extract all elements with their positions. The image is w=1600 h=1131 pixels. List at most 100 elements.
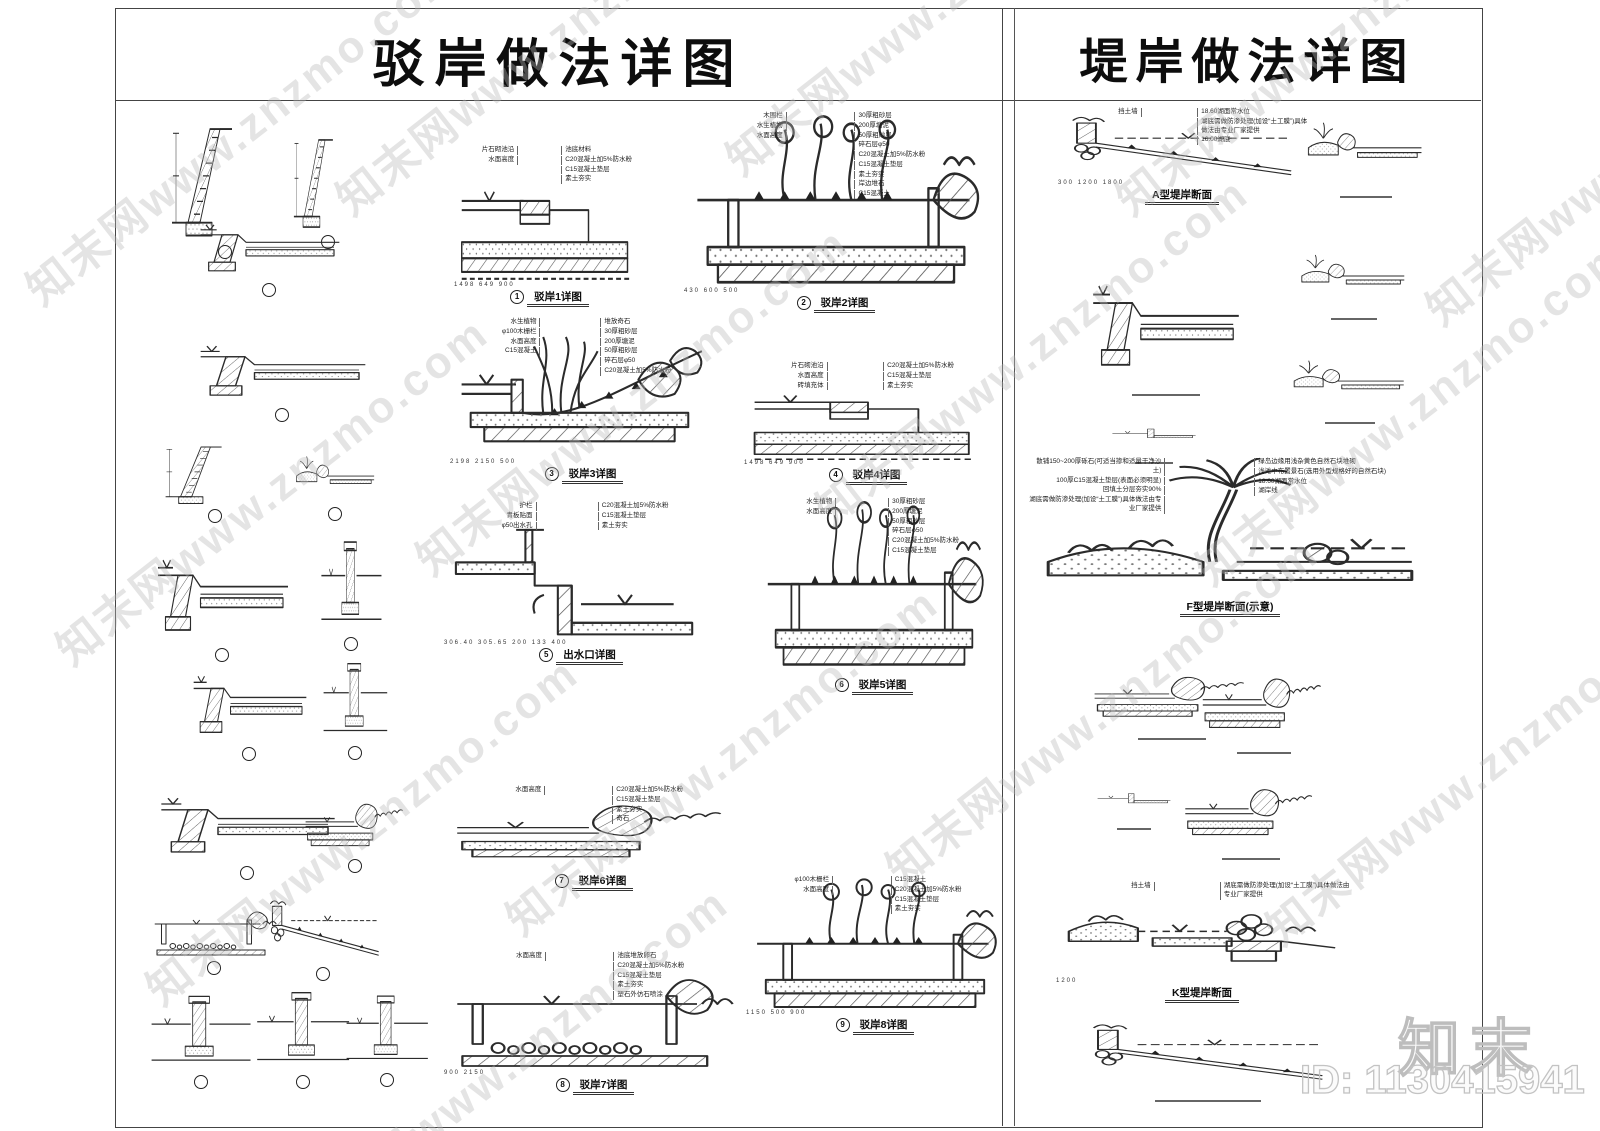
caption-underline (1330, 318, 1378, 320)
detail-caption (146, 1075, 258, 1092)
caption-underline (1137, 738, 1207, 740)
embankment-sketch-g (1106, 418, 1202, 470)
annotation-label: C20混凝土加5%防水粉 (597, 502, 720, 511)
right-annotations: 湖底需做防渗处理(加设“土工膜”)具体做法由专业厂家提供 (1219, 882, 1350, 901)
detail-number-badge (327, 507, 342, 521)
caption-underline (1134, 462, 1174, 464)
annotation-label: 30厚粗砂层 (600, 327, 720, 337)
detail-caption (342, 1073, 434, 1090)
detail-caption: A型堤岸断面 (1056, 187, 1308, 205)
revetment-sketch-17 (342, 988, 434, 1090)
annotation-label: 素土夯实 (612, 805, 746, 815)
dimension-value: 2150 (463, 1070, 486, 1076)
detail-caption (185, 747, 315, 764)
title-separator-line (115, 100, 1481, 101)
annotation-label: C20混凝土加5%防水粉 (890, 885, 1006, 895)
dimension-value: 305.65 (478, 640, 509, 646)
section-drawing-pebble_pond (457, 979, 734, 1067)
detail-caption (252, 1075, 356, 1092)
detail-number-badge (193, 1075, 208, 1089)
left-annotations: 片石砌池沿水面高度 (452, 146, 519, 166)
annotation-label: C15混凝土垫层 (888, 546, 992, 556)
detail-number-badge: 4 (828, 468, 843, 482)
revetment-sketch-3 (190, 205, 350, 300)
dimension-value: 430 (684, 288, 701, 294)
annotation-label: 奇石 (612, 815, 746, 825)
left-annotations: 水面高度 (442, 786, 546, 796)
annotation-label: 水面高度 (682, 131, 787, 141)
section-drawing-outlet (454, 528, 694, 636)
annotation-label: 200厚塘泥 (888, 507, 992, 517)
annotation-label: 水生植物 (682, 121, 787, 131)
revetment-sketch-15 (146, 988, 258, 1092)
annotation-label: 碎石层φ50 (888, 527, 992, 537)
caption-underline (1117, 828, 1151, 830)
embankment-sketch-e (1288, 352, 1412, 430)
revetment-sketch-14 (262, 892, 387, 984)
annotation-label: C15混凝土垫层 (597, 511, 720, 521)
section-drawing-step_wall (165, 446, 222, 504)
annotation-label: 16.00湖底 (1197, 136, 1308, 146)
annotation-label: 18.60湖面常水位 (1197, 108, 1308, 117)
embankment-sketch-j (1092, 782, 1176, 836)
revetment-sketch-1 (166, 112, 286, 262)
caption-underline (1221, 858, 1281, 860)
annotation-label: 碎石层φ50 (854, 141, 990, 151)
annotation-label: C15混凝土垫层 (612, 795, 746, 805)
detail-caption (160, 509, 272, 526)
annotation-label: C20混凝土加5%防水粉 (600, 366, 720, 376)
embankment-sketch-m (1076, 1016, 1340, 1108)
annotation-label: 池底材料 (561, 146, 647, 155)
annotation-label: 水生植物 (756, 498, 837, 507)
annotation-label: C15混凝土垫层 (854, 160, 990, 170)
annotation-label: 100厚C15混凝土垫层(表面必须明显) (1028, 476, 1166, 486)
annotation-label: 砖填充体 (742, 381, 828, 391)
annotation-label: C15混凝土垫层 (561, 165, 647, 175)
dimension-value: 2198 (450, 459, 472, 465)
section-drawing-pier (151, 995, 251, 1061)
annotation-label: 素土夯实 (883, 381, 994, 391)
section-drawing-slope_section (269, 900, 379, 956)
dimension-values: 1498 649 900 (744, 460, 805, 466)
detail-number-badge: 1 (510, 290, 525, 304)
embankment-sketch-b (1302, 112, 1430, 204)
detail-caption-text: 驳岸6详图 (571, 875, 634, 891)
dimension-value: 600 (703, 288, 720, 294)
annotation-label: 素土夯实 (613, 981, 748, 991)
detail-number-badge (241, 747, 256, 761)
annotation-label: 片石砌池沿 (742, 362, 828, 371)
detail-caption-text: 驳岸4详图 (845, 469, 908, 485)
annotation-label: 塑石外仿石喷涂 (613, 991, 748, 1000)
annotation-label: 水面高度 (442, 952, 547, 961)
embankment-section-f: 散铺150~200厚砾石(可适当掺和适量干净沙土)100厚C15混凝土垫层(表面… (1028, 458, 1432, 617)
detail-caption-text: 驳岸3详图 (561, 468, 624, 484)
left-annotations: 挡土墙 (1054, 882, 1155, 892)
detail-caption-text: F型堤岸断面(示意) (1179, 601, 1281, 617)
dimension-value: 1800 (1102, 180, 1125, 186)
embankment-sketch-c (1082, 252, 1250, 402)
detail-caption-text: 驳岸5详图 (851, 679, 914, 695)
dimension-value: 500 (770, 1010, 787, 1016)
right-panel-title: 堤岸做法详图 (1079, 36, 1416, 89)
annotation-label: 50厚粗砂层 (600, 347, 720, 357)
annotation-label: 片石砌池沿 (452, 146, 519, 155)
detail-caption-text: A型堤岸断面 (1144, 189, 1220, 205)
dimension-value: 649 (479, 282, 496, 288)
dimension-value: 900 (444, 1070, 461, 1076)
dimension-values: 300 1200 1800 (1058, 180, 1124, 186)
detail-caption (300, 859, 412, 876)
